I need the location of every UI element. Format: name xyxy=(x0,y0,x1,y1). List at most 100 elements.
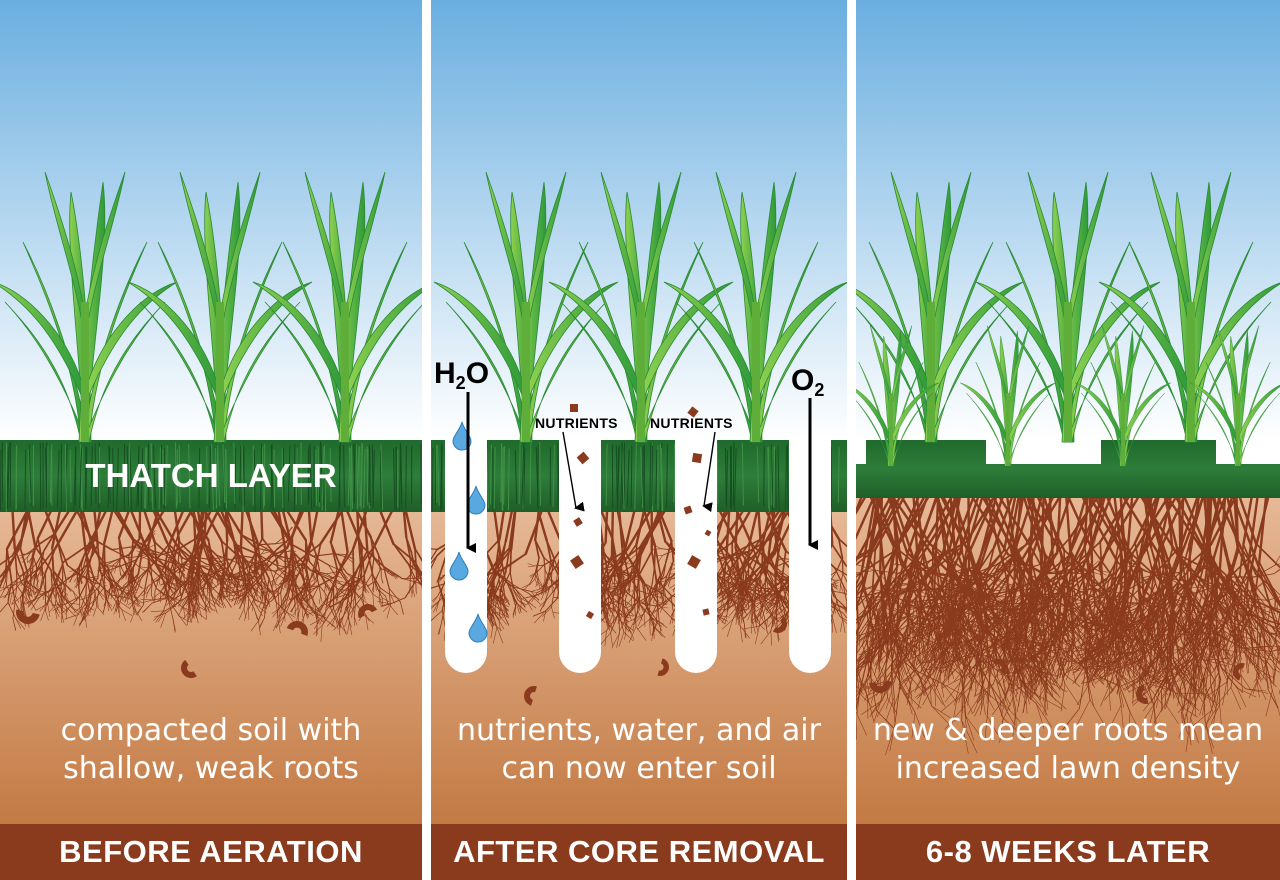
thatch-blade xyxy=(395,447,397,509)
thatch-blade xyxy=(94,443,97,504)
root-strand xyxy=(753,611,759,622)
thatch-blade xyxy=(208,445,211,509)
root-strand xyxy=(650,548,662,550)
root-strand xyxy=(273,563,285,573)
root-strand xyxy=(71,607,80,612)
root-strand xyxy=(1247,648,1260,659)
root-strand xyxy=(602,548,610,578)
caption-line-2: shallow, weak roots xyxy=(63,751,359,786)
root-strand xyxy=(623,586,628,594)
root-strand xyxy=(69,596,80,608)
root-strand xyxy=(649,613,656,626)
root-strand xyxy=(135,604,144,616)
grass-leaf xyxy=(663,281,756,403)
root-strand xyxy=(70,602,80,605)
root-strand xyxy=(652,555,663,557)
root-strand xyxy=(512,586,527,601)
root-strand xyxy=(493,611,500,621)
root-strand xyxy=(726,563,739,581)
root-strand xyxy=(641,581,647,608)
root-strand xyxy=(150,583,153,595)
nutrient-cube xyxy=(683,505,693,515)
root-strand xyxy=(338,623,347,634)
root-strand xyxy=(836,600,844,620)
aeration-core-hole xyxy=(789,436,831,673)
root-strand xyxy=(273,576,279,586)
thatch-blade xyxy=(529,442,532,505)
root-strand xyxy=(236,596,240,605)
root-strand xyxy=(55,600,60,614)
root-strand xyxy=(85,538,96,558)
root-strand xyxy=(437,585,444,597)
root-strand xyxy=(97,585,100,599)
root-strand xyxy=(833,603,841,612)
root-strand xyxy=(217,592,226,599)
root-strand xyxy=(112,566,116,572)
root-strand xyxy=(192,590,198,600)
root-strand xyxy=(488,609,492,623)
root-strand xyxy=(188,594,191,612)
thatch-blade xyxy=(28,449,31,503)
root-strand xyxy=(349,622,353,635)
root-strand xyxy=(665,540,673,563)
root-strand xyxy=(613,598,628,610)
root-strand xyxy=(528,572,536,585)
root-strand xyxy=(504,546,511,574)
root-strand xyxy=(251,568,268,585)
root-strand xyxy=(504,576,513,594)
root-strand xyxy=(89,578,97,581)
root-strand xyxy=(500,606,504,619)
root-strand xyxy=(501,610,510,626)
grass-leaf xyxy=(127,281,220,403)
root-strand xyxy=(226,575,237,579)
root-strand xyxy=(380,576,383,584)
root-strand xyxy=(603,576,610,582)
root-strand xyxy=(48,580,57,592)
root-strand xyxy=(544,586,547,595)
thatch-blade xyxy=(158,447,161,510)
root-strand xyxy=(200,539,210,561)
thatch-blade xyxy=(273,449,276,508)
grass-leaf xyxy=(756,281,847,403)
root-strand xyxy=(998,496,1032,548)
root-strand xyxy=(115,558,121,568)
grass-leaf xyxy=(522,171,567,333)
thatch-blade xyxy=(405,445,407,510)
root-strand xyxy=(122,555,128,570)
root-strand xyxy=(759,600,766,619)
root-strand xyxy=(431,581,449,589)
root-strand xyxy=(366,550,374,576)
root-strand xyxy=(205,605,216,612)
root-strand xyxy=(170,576,175,588)
root-strand xyxy=(314,542,322,571)
root-strand xyxy=(331,616,336,627)
root-strand xyxy=(724,613,728,625)
thatch-blade xyxy=(771,444,774,512)
grass-leaf xyxy=(82,301,166,443)
root-strand xyxy=(323,612,326,624)
root-strand xyxy=(73,614,78,626)
soil-pebble xyxy=(286,621,308,636)
root-strand xyxy=(131,576,136,583)
root-strand xyxy=(487,581,496,595)
root-strand xyxy=(103,510,114,545)
root-strand xyxy=(833,567,844,586)
root-strand xyxy=(338,592,350,604)
root-strand xyxy=(641,597,648,604)
root-strand xyxy=(751,619,756,634)
root-strand xyxy=(653,595,656,604)
root-strand xyxy=(618,510,624,550)
root-strand xyxy=(831,619,834,633)
root-strand xyxy=(415,583,417,595)
root-strand xyxy=(754,591,772,602)
root-strand xyxy=(230,595,243,602)
root-strand xyxy=(382,603,392,612)
grass-leaf xyxy=(0,284,85,403)
root-strand xyxy=(219,575,231,591)
root-strand xyxy=(167,571,169,582)
root-strand xyxy=(175,590,181,599)
root-strand xyxy=(291,574,295,600)
root-strand xyxy=(172,558,186,569)
root-strand xyxy=(487,591,493,599)
root-strand xyxy=(114,601,119,611)
